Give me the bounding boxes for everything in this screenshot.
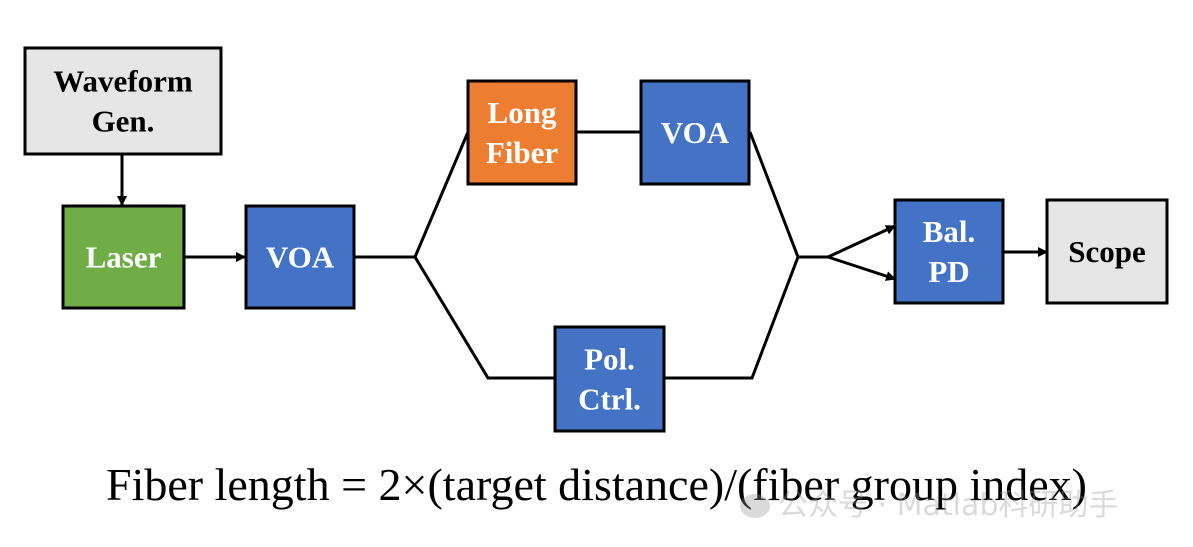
- scope-box-rect: [1045, 198, 1169, 305]
- laser-box: Laser: [61, 204, 186, 310]
- bal-pd-box-rect: [893, 198, 1005, 305]
- scope-box-label-line-1: Scope: [1068, 234, 1146, 269]
- connections: [117, 130, 1048, 380]
- bal-pd-box: Bal. PD: [893, 198, 1005, 305]
- wire-upper-voa-to-combiner: [748, 131, 800, 258]
- fiber-length-formula: Fiber length = 2×(target distance)/(fibe…: [0, 458, 1193, 511]
- arrow-fork-to-pd-lower: [827, 255, 896, 281]
- laser-box-rect: [61, 204, 186, 310]
- waveform-gen-box-rect: [23, 46, 223, 156]
- pol-ctrl-box-rect: [553, 325, 666, 433]
- pol-ctrl-box-label-line-2: Ctrl.: [578, 382, 641, 417]
- scope-box: Scope: [1045, 198, 1169, 305]
- voa-input-box-label-line-1: VOA: [266, 240, 335, 275]
- voa-upper-box-label-line-1: VOA: [661, 115, 730, 150]
- wire-splitter-upper-arm: [413, 131, 470, 258]
- voa-upper-box: VOA: [639, 79, 751, 186]
- waveform-gen-box-label-line-2: Gen.: [92, 104, 155, 139]
- pol-ctrl-box: Pol. Ctrl.: [553, 325, 666, 433]
- long-fiber-box-label-line-1: Long: [488, 95, 557, 130]
- long-fiber-box-label-line-2: Fiber: [486, 135, 559, 170]
- voa-input-box-rect: [244, 204, 356, 310]
- bal-pd-box-label-line-2: PD: [928, 254, 969, 289]
- wire-polctrl-to-combiner: [665, 256, 800, 380]
- voa-input-box: VOA: [244, 204, 356, 310]
- arrow-fork-to-pd-upper: [827, 224, 896, 259]
- voa-upper-box-rect: [639, 79, 751, 186]
- pol-ctrl-box-label-line-1: Pol.: [584, 342, 635, 377]
- long-fiber-box-rect: [466, 79, 578, 186]
- waveform-gen-box-label-line-1: Waveform: [53, 64, 193, 99]
- wire-splitter-lower-arm: [413, 256, 555, 380]
- bal-pd-box-label-line-1: Bal.: [923, 214, 976, 249]
- formula-text: Fiber length = 2×(target distance)/(fibe…: [106, 459, 1087, 510]
- laser-box-label-line-1: Laser: [86, 240, 162, 275]
